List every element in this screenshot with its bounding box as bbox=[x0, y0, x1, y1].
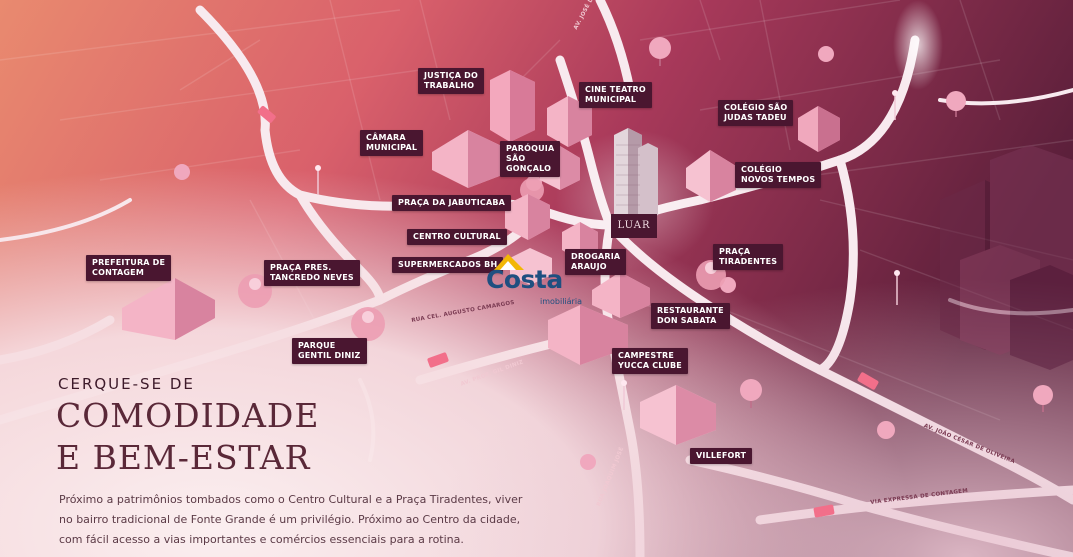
label-campestre-yucca-clube: CAMPESTRE YUCCA CLUBE bbox=[612, 348, 688, 374]
label-colegio-novos-tempos: COLÉGIO NOVOS TEMPOS bbox=[735, 162, 822, 188]
body-line-3: com fácil acesso a vias importantes e co… bbox=[59, 533, 464, 546]
label-paroquia-sao-goncalo: PARÓQUIA SÃO GONÇALO bbox=[500, 141, 561, 177]
label-camara-municipal: CÂMARA MUNICIPAL bbox=[360, 130, 424, 156]
label-praca-tiradentes: PRAÇA TIRADENTES bbox=[713, 244, 784, 270]
label-drogaria-araujo: DROGARIA ARAUJO bbox=[565, 249, 627, 275]
label-colegio-sao-judas-tadeu: COLÉGIO SÃO JUDAS TADEU bbox=[718, 100, 794, 126]
label-supermercados-bh: SUPERMERCADOS BH bbox=[392, 257, 504, 273]
costa-imobiliaria-logo: Costa imobiliária bbox=[486, 252, 596, 316]
tower-label: LUAR bbox=[611, 214, 657, 238]
label-centro-cultural: CENTRO CULTURAL bbox=[407, 229, 507, 245]
headline-line-1: COMODIDADE bbox=[56, 396, 320, 435]
label-villefort: VILLEFORT bbox=[690, 448, 753, 464]
house-roof-icon bbox=[494, 254, 524, 270]
body-text: Próximo a patrimônios tombados como o Ce… bbox=[59, 490, 529, 550]
body-line-2: no bairro tradicional de Fonte Grande é … bbox=[59, 513, 521, 526]
label-cine-teatro-municipal: CINE TEATRO MUNICIPAL bbox=[579, 82, 652, 108]
logo-wordmark: Costa bbox=[486, 265, 563, 294]
label-praca-da-jabuticaba: PRAÇA DA JABUTICABA bbox=[392, 195, 512, 211]
label-prefeitura-de-contagem: PREFEITURA DE CONTAGEM bbox=[86, 255, 172, 281]
label-praca-pres-tancredo-neves: PRAÇA PRES. TANCREDO NEVES bbox=[264, 260, 360, 286]
headline-line-2: E BEM-ESTAR bbox=[56, 438, 311, 477]
body-line-1: Próximo a patrimônios tombados como o Ce… bbox=[59, 493, 523, 506]
logo-subtitle: imobiliária bbox=[540, 297, 582, 306]
label-justica-do-trabalho: JUSTIÇA DO TRABALHO bbox=[418, 68, 484, 94]
label-restaurante-don-sabata: RESTAURANTE DON SABATA bbox=[651, 303, 730, 329]
headline-subtitle: CERQUE-SE DE bbox=[58, 375, 195, 393]
label-parque-gentil-diniz: PARQUE GENTIL DINIZ bbox=[292, 338, 367, 364]
